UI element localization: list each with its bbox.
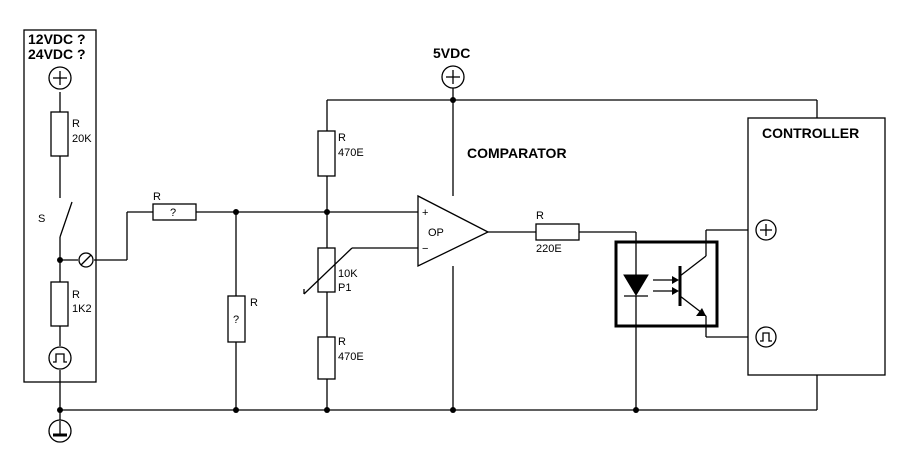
resistor-20k <box>50 111 69 157</box>
input-resistor: ? R <box>152 191 197 221</box>
vcc-label: 5VDC <box>433 45 470 61</box>
input-resistor-name: R <box>153 191 161 203</box>
divider-bottom-resistor: R 470E <box>317 336 364 380</box>
comparator-op-label: OP <box>428 227 444 239</box>
pot-value: 10K <box>338 268 358 280</box>
output-resistor-value: 220E <box>536 243 562 255</box>
optocoupler-icon <box>614 230 719 337</box>
switch-s <box>59 201 73 238</box>
resistor-1k2 <box>50 281 69 327</box>
pulse-terminal-icon <box>755 326 777 348</box>
shunt-resistor: ? R <box>227 295 258 343</box>
plus-terminal-icon <box>441 65 465 89</box>
controller-module: CONTROLLER <box>747 117 886 376</box>
switch-label: S <box>38 213 45 225</box>
pot-name: P1 <box>338 282 351 294</box>
plus-terminal-icon <box>755 219 777 241</box>
comparator-plus: + <box>422 207 428 219</box>
sensor-module: 12VDC ? 24VDC ? R 20K S R 1K2 <box>23 29 97 383</box>
output-resistor: R 220E <box>535 210 580 255</box>
divider-bottom-value: 470E <box>338 351 364 363</box>
resistor-20k-value: 20K <box>72 133 92 145</box>
shunt-resistor-value: ? <box>233 314 239 326</box>
resistor-1k2-name: R <box>72 289 80 301</box>
plus-terminal-icon <box>48 66 72 90</box>
divider-top-resistor: R 470E <box>317 130 364 177</box>
supply-label-24v: 24VDC ? <box>28 46 86 62</box>
junction-dots <box>57 97 639 413</box>
ground-icon <box>48 419 72 443</box>
resistor-20k-name: R <box>72 118 80 130</box>
divider-top-value: 470E <box>338 147 364 159</box>
potentiometer-p1: 10K P1 <box>303 247 358 295</box>
divider-bottom-name: R <box>338 336 346 348</box>
shunt-resistor-name: R <box>250 297 258 309</box>
comparator-minus: − <box>422 243 428 255</box>
pulse-terminal-icon <box>48 346 72 370</box>
input-resistor-value: ? <box>170 207 176 219</box>
output-resistor-name: R <box>536 210 544 222</box>
controller-title: CONTROLLER <box>762 125 859 141</box>
supply-label-12v: 12VDC ? <box>28 31 86 47</box>
vcc-terminal: 5VDC <box>433 45 470 89</box>
sensor-box <box>23 29 97 383</box>
comparator-icon: + − OP <box>417 194 490 268</box>
divider-top-name: R <box>338 132 346 144</box>
resistor-1k2-value: 1K2 <box>72 303 92 315</box>
sensor-output-terminal-icon <box>78 252 94 268</box>
comparator-title: COMPARATOR <box>467 145 567 161</box>
